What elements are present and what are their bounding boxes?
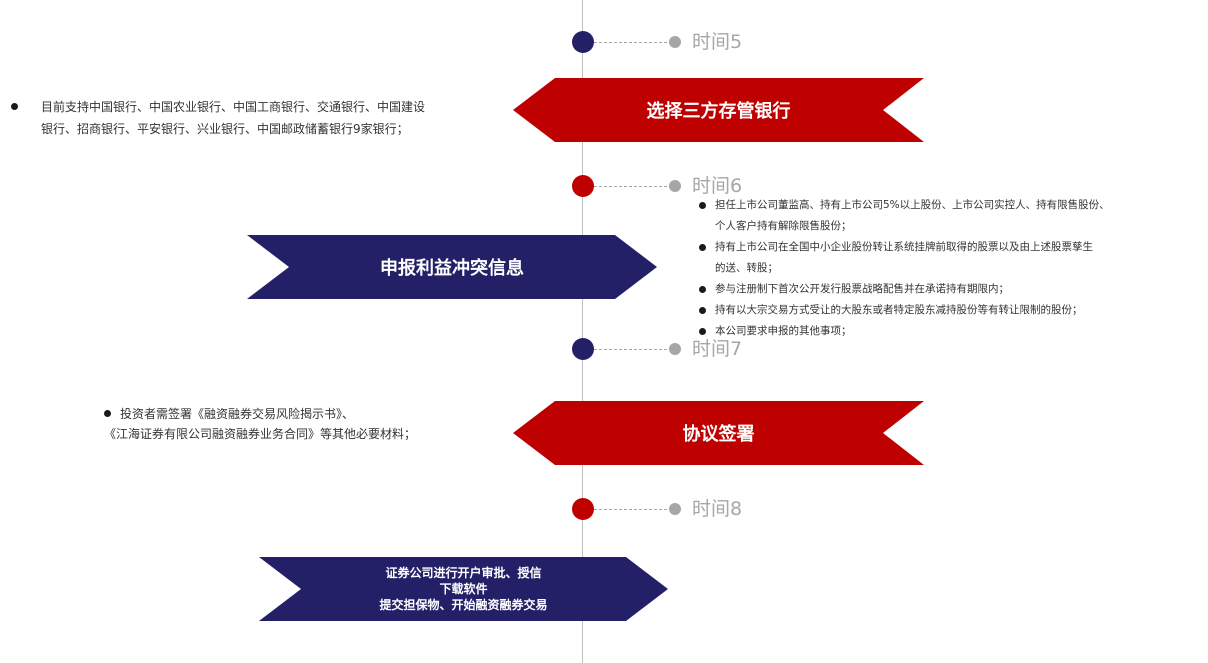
banner-declare-conflict: 申报利益冲突信息 — [247, 235, 657, 299]
banner-title: 申报利益冲突信息 — [380, 258, 524, 279]
note-line: 担任上市公司董监高、持有上市公司5%以上股份、上市公司实控人、持有限售股份、 — [715, 199, 1110, 211]
bullet-icon — [104, 410, 111, 417]
milestone-node — [572, 175, 594, 197]
banner-select-bank: 选择三方存管银行 — [513, 78, 924, 142]
time-label: 时间5 — [692, 31, 743, 53]
note-supported-banks: 目前支持中国银行、中国农业银行、中国工商银行、交通银行、中国建设 银行、招商银行… — [0, 96, 425, 140]
milestone-node — [572, 31, 594, 53]
milestone-node — [572, 498, 594, 520]
milestone-connector — [594, 349, 672, 350]
bullet-icon — [11, 103, 18, 110]
note-line: 《江海证券有限公司融资融券业务合同》等其他必要材料； — [104, 427, 417, 441]
banner-sign-agreement: 协议签署 — [513, 401, 924, 465]
banner-title: 协议签署 — [682, 424, 755, 445]
milestone-end-dot — [669, 180, 681, 192]
note-line: 持有上市公司在全国中小企业股份转让系统挂牌前取得的股票以及由上述股票孳生 — [715, 241, 1093, 253]
banner-shape — [259, 557, 668, 621]
note-line: 持有以大宗交易方式受让的大股东或者特定股东减持股份等有转让限制的股份； — [715, 304, 1083, 316]
milestone-connector — [594, 186, 672, 187]
banner-title: 选择三方存管银行 — [646, 101, 791, 122]
note-line: 银行、招商银行、平安银行、兴业银行、中国邮政储蓄银行9家银行； — [41, 122, 409, 136]
note-line: 的送、转股； — [715, 262, 778, 274]
banner-shape — [513, 401, 924, 465]
time-label: 时间8 — [692, 498, 743, 520]
milestone-end-dot — [669, 36, 681, 48]
banner-title: 证券公司进行开户审批、授信 下载软件 提交担保物、开始融资融券交易 — [259, 557, 668, 621]
timeline-axis — [582, 0, 583, 663]
note-conflict-items: 担任上市公司董监高、持有上市公司5%以上股份、上市公司实控人、持有限售股份、 个… — [696, 195, 1110, 342]
banner-line: 证券公司进行开户审批、授信 — [385, 566, 542, 580]
note-line: 投资者需签署《融资融券交易风险揭示书》、 — [120, 407, 355, 421]
note-line: 本公司要求申报的其他事项； — [715, 325, 852, 337]
note-line: 参与注册制下首次公开发行股票战略配售并在承诺持有期限内； — [715, 283, 1009, 295]
milestone-node — [572, 338, 594, 360]
note-line: 个人客户持有解除限售股份； — [715, 220, 852, 232]
milestone-connector — [594, 42, 672, 43]
note-line: 目前支持中国银行、中国农业银行、中国工商银行、交通银行、中国建设 — [41, 100, 426, 114]
milestone-end-dot — [669, 343, 681, 355]
note-agreement-materials: 投资者需签署《融资融券交易风险揭示书》、 《江海证券有限公司融资融券业务合同》等… — [104, 404, 416, 444]
time-label: 时间7 — [692, 338, 743, 360]
banner-open-account: 证券公司进行开户审批、授信 下载软件 提交担保物、开始融资融券交易 — [259, 557, 668, 621]
bullet-icon — [699, 244, 706, 251]
banner-shape — [247, 235, 657, 299]
time-label: 时间6 — [692, 175, 743, 197]
bullet-icon — [699, 202, 706, 209]
banner-shape — [513, 78, 924, 142]
milestone-end-dot — [669, 503, 681, 515]
bullet-icon — [699, 328, 706, 335]
bullet-icon — [699, 286, 706, 293]
banner-line: 提交担保物、开始融资融券交易 — [379, 598, 548, 612]
milestone-connector — [594, 509, 672, 510]
bullet-icon — [699, 307, 706, 314]
banner-line: 下载软件 — [439, 582, 488, 596]
